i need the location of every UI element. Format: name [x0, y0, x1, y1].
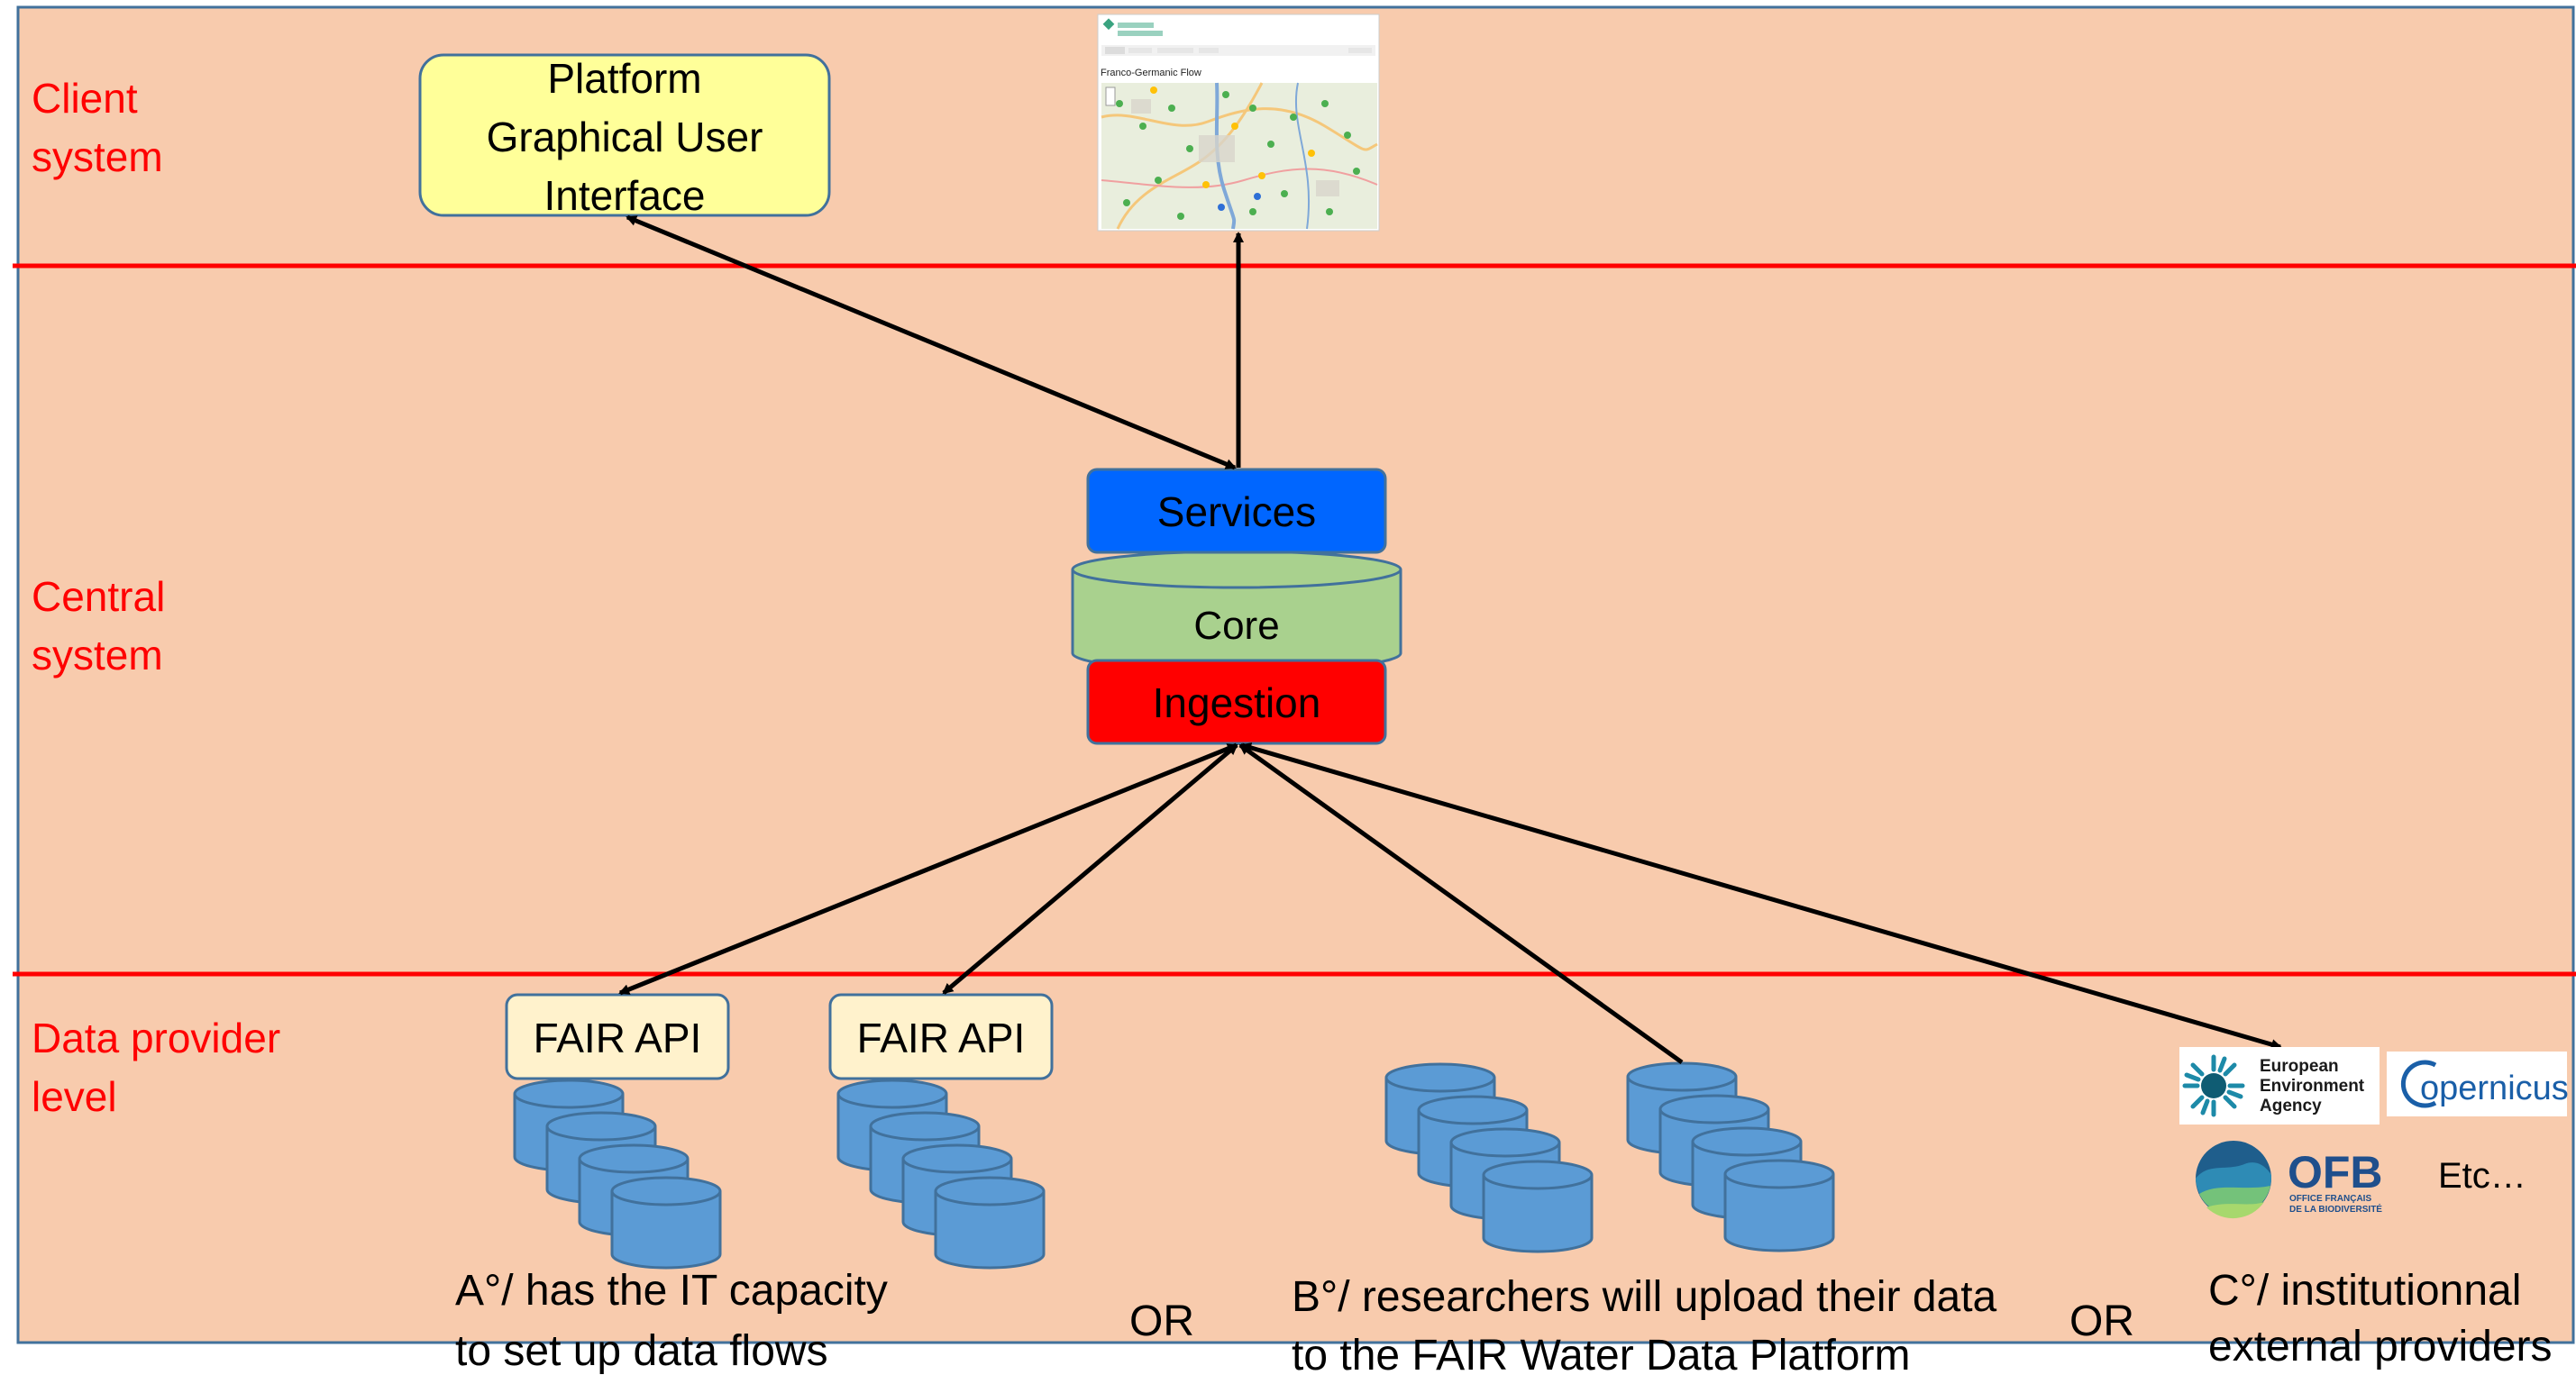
fair-api-box-a1: FAIR API — [505, 993, 730, 1080]
ofb-logo-subtext: OFFICE FRANÇAIS — [2289, 1194, 2371, 1204]
copernicus-logo-text: opernicus — [2420, 1070, 2569, 1107]
central-system-label: Central system — [32, 573, 165, 678]
ingestion-label: Ingestion — [1153, 679, 1321, 726]
core-cylinder: Core — [1071, 550, 1402, 673]
database-icon — [1482, 1160, 1594, 1253]
central-stack: Core Services Ingestion — [1071, 468, 1402, 745]
database-icon — [934, 1176, 1046, 1270]
services-box: Services — [1086, 468, 1387, 554]
ofb-emblem-icon — [2196, 1141, 2272, 1219]
fair-api-label: FAIR API — [534, 1015, 702, 1061]
eea-logo-text: Agency — [2260, 1097, 2322, 1115]
gui-box-line: Interface — [544, 172, 706, 219]
screenshot-title: Franco-Germanic Flow — [1101, 68, 1201, 78]
screenshot-map — [1101, 82, 1378, 230]
platform-screenshot: Franco-Germanic Flow — [1097, 14, 1380, 232]
copernicus-logo: opernicus — [2387, 1052, 2569, 1116]
ofb-logo-subtext: DE LA BIODIVERSITÉ — [2289, 1203, 2382, 1215]
caption-b-line: B°/ researchers will upload their data — [1292, 1273, 1997, 1321]
arrow-ingestion-providers-c — [1240, 742, 2282, 1050]
caption-b-line: to the FAIR Water Data Platform — [1292, 1332, 1910, 1375]
arrow-gui-services — [626, 214, 1237, 470]
eea-logo-text: Environment — [2260, 1077, 2365, 1096]
ofb-logo: OFB OFFICE FRANÇAIS DE LA BIODIVERSITÉ — [2190, 1137, 2405, 1220]
or-separator-2: OR — [2069, 1298, 2134, 1345]
data-provider-level-label: Data provider level — [32, 1015, 280, 1120]
gui-box-line: Platform — [547, 55, 701, 102]
etc-label: Etc… — [2438, 1156, 2526, 1196]
level-label-line: Client — [32, 75, 138, 122]
ingestion-box: Ingestion — [1086, 659, 1387, 745]
fair-api-label: FAIR API — [857, 1015, 1026, 1061]
caption-a-line: to set up data flows — [455, 1327, 828, 1375]
level-label-line: Data provider — [32, 1015, 280, 1061]
eea-logo: European Environment Agency — [2179, 1047, 2380, 1125]
level-label-line: system — [32, 133, 163, 180]
core-label: Core — [1193, 604, 1279, 648]
level-label-line: level — [32, 1073, 117, 1120]
caption-c-line: external providers — [2208, 1323, 2553, 1370]
database-icon — [1723, 1159, 1835, 1252]
database-icon — [610, 1176, 722, 1270]
caption-a-line: A°/ has the IT capacity — [455, 1267, 888, 1315]
gui-box-line: Graphical User — [487, 114, 763, 160]
eea-logo-text: European — [2260, 1057, 2339, 1076]
fair-api-box-a2: FAIR API — [828, 993, 1054, 1080]
arrow-ingestion-api-a2 — [942, 743, 1238, 995]
ofb-logo-text: OFB — [2288, 1147, 2383, 1197]
client-system-label: Client system — [32, 75, 163, 180]
or-separator-1: OR — [1129, 1298, 1194, 1345]
services-label: Services — [1157, 488, 1316, 535]
level-label-line: Central — [32, 573, 165, 620]
level-label-line: system — [32, 632, 163, 678]
eea-sun-icon — [2182, 1054, 2245, 1117]
caption-c-line: C°/ institutionnal — [2208, 1267, 2521, 1315]
platform-gui-box: Platform Graphical User Interface — [418, 53, 831, 219]
